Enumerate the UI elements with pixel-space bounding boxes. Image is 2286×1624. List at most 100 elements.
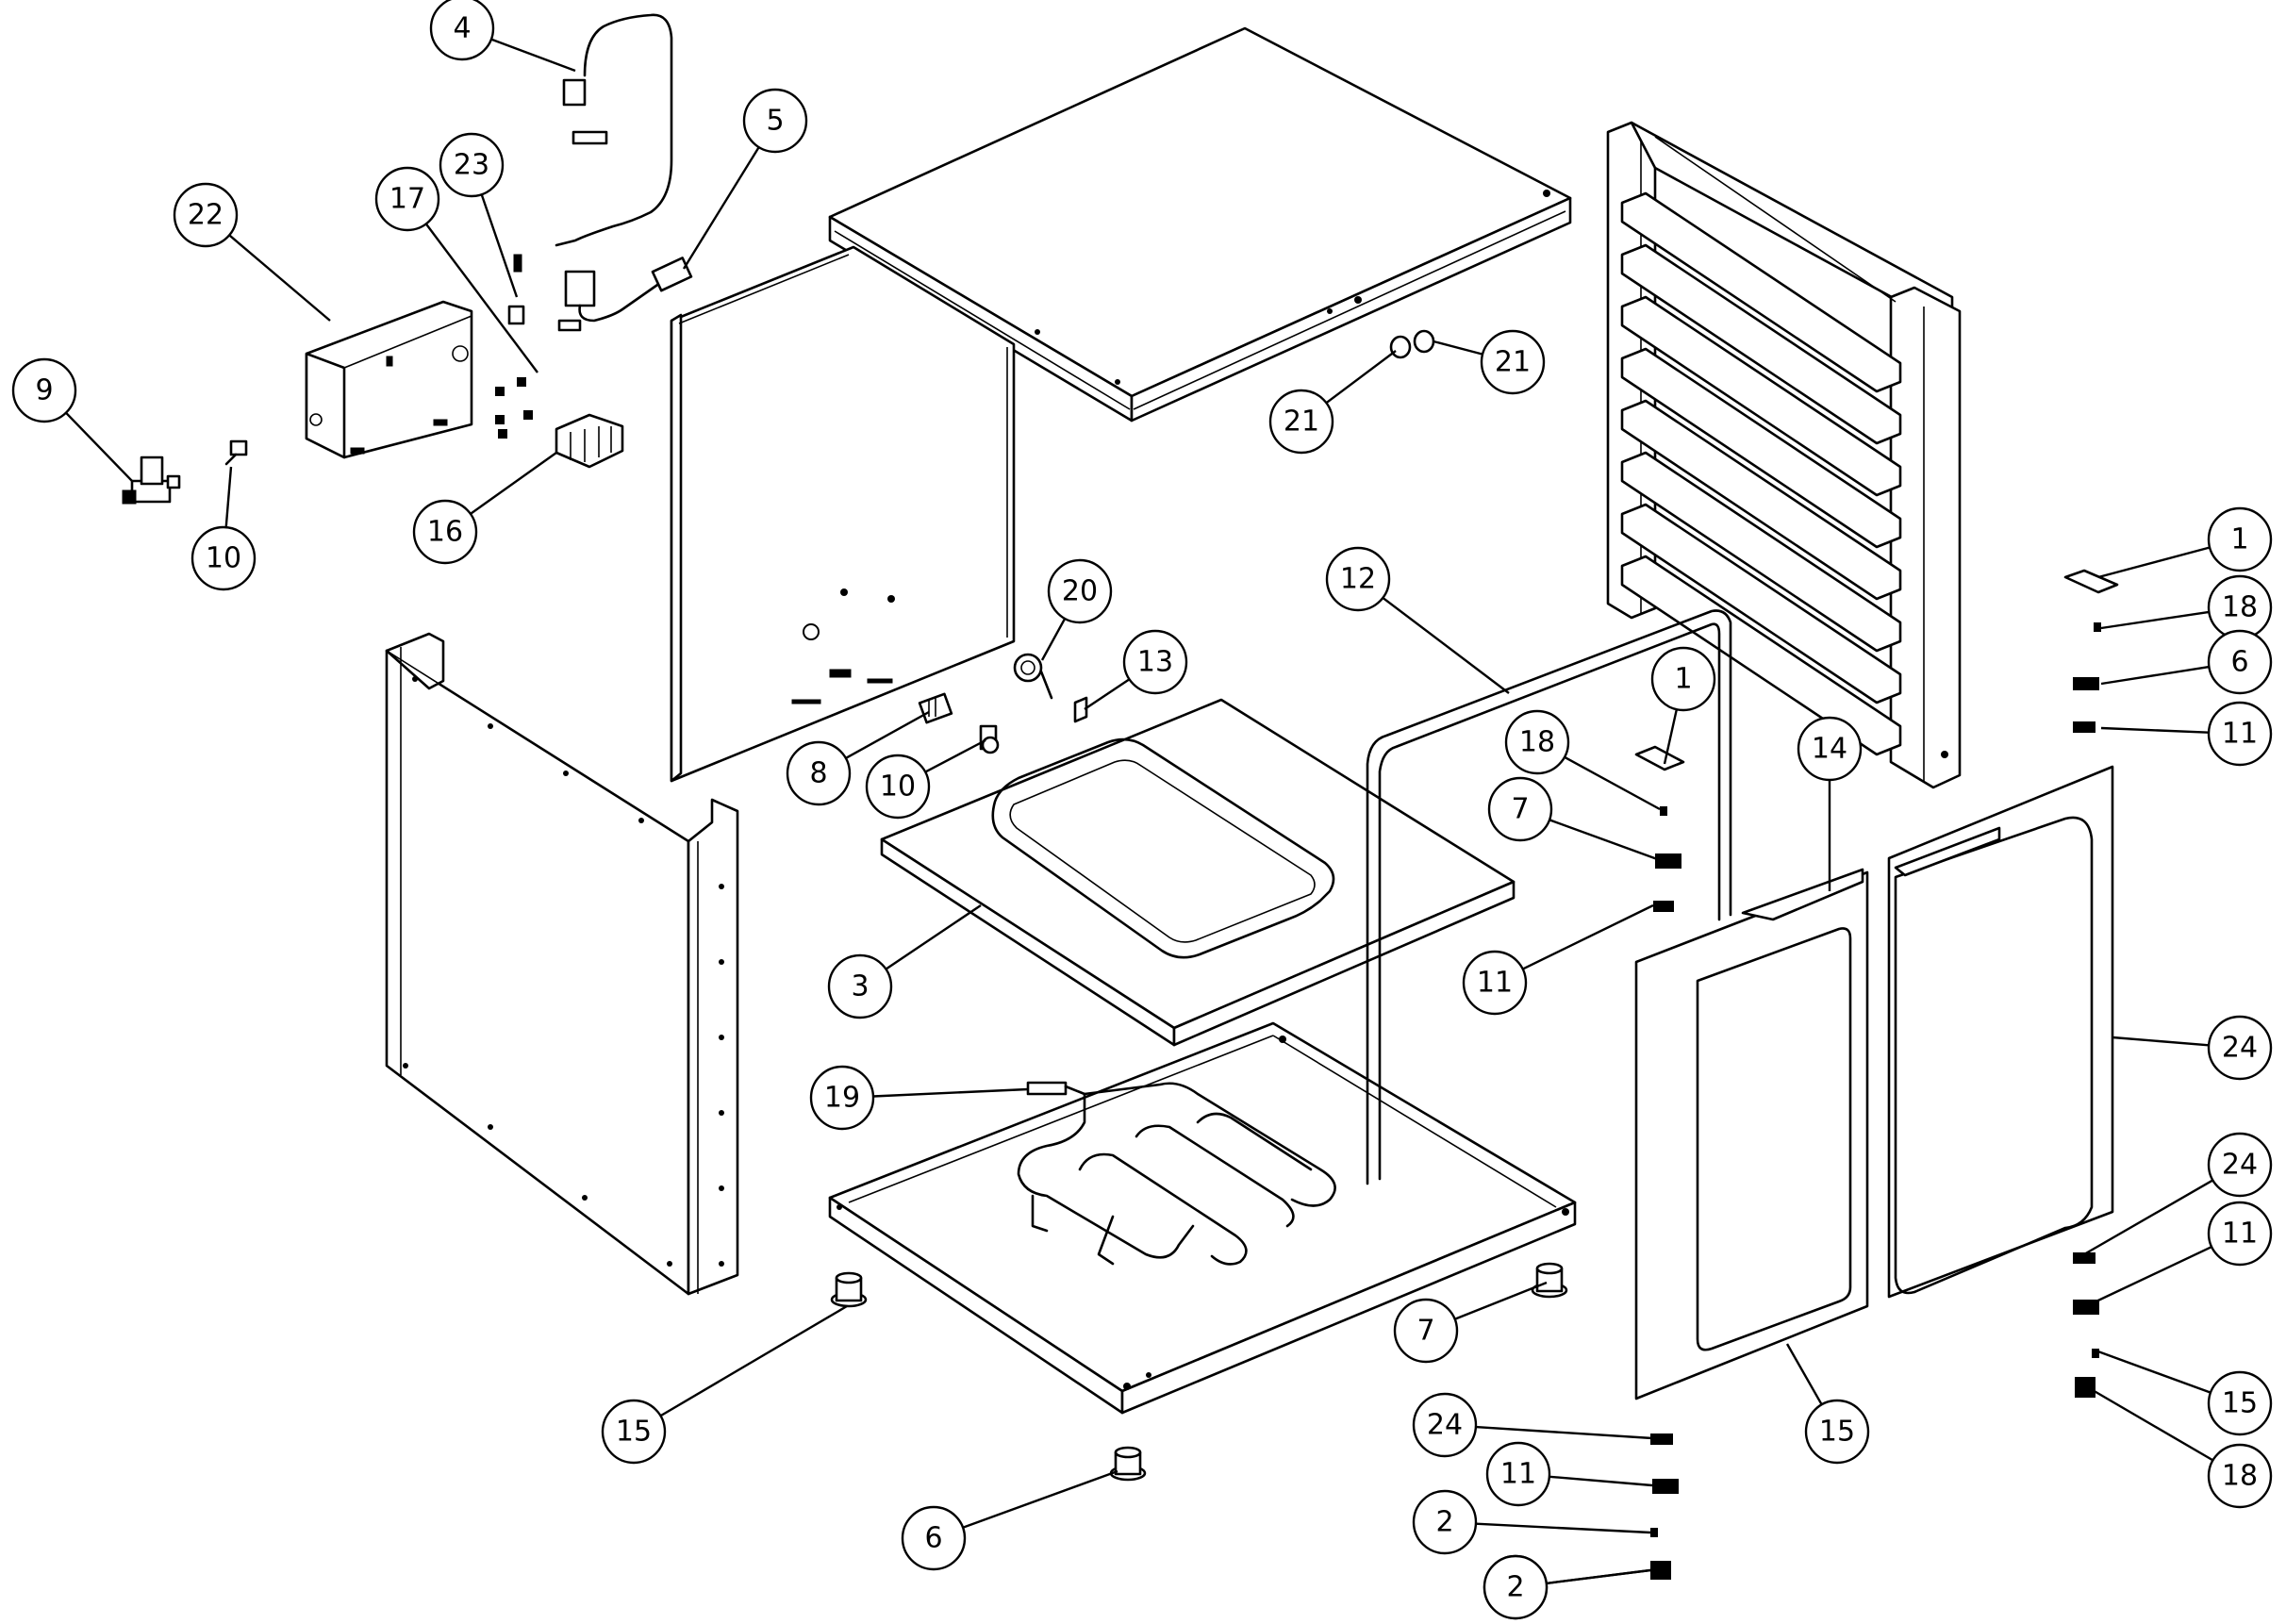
callout-21: 21 xyxy=(1433,329,1546,395)
callout-leader xyxy=(1325,350,1397,405)
callout-15: 15 xyxy=(601,1304,848,1465)
callout-2: 2 xyxy=(1412,1489,1651,1555)
callout-leader xyxy=(224,466,233,528)
callout-leader xyxy=(1549,1475,1653,1487)
top-panel xyxy=(828,26,1572,423)
callout-leader xyxy=(2112,1036,2210,1047)
callout-label: 19 xyxy=(824,1082,860,1115)
callout-circle xyxy=(786,740,852,806)
callout-circle xyxy=(1047,558,1113,624)
callout-circle xyxy=(1797,716,1863,782)
callout-11: 11 xyxy=(1485,1441,1653,1507)
callout-circle xyxy=(1480,329,1546,395)
knob-8 xyxy=(918,692,953,724)
foot xyxy=(830,1262,1568,1482)
oven-floor xyxy=(880,698,1516,1047)
callout-circle xyxy=(2207,1370,2273,1436)
callout-circle xyxy=(1485,1441,1551,1507)
callout-leader xyxy=(1549,819,1661,862)
callout-circle xyxy=(865,754,931,820)
callout-label: 10 xyxy=(206,542,241,575)
callout-15: 15 xyxy=(2095,1349,2273,1436)
callout-7: 7 xyxy=(1393,1281,1548,1364)
callout-circle xyxy=(1122,629,1188,695)
callout-circle xyxy=(901,1505,967,1571)
callout-label: 16 xyxy=(427,516,463,549)
callout-leader xyxy=(1040,618,1067,661)
knobs-21 xyxy=(1389,329,1435,359)
callout-label: 15 xyxy=(616,1416,652,1449)
callout-1: 1 xyxy=(2097,506,2273,579)
callout-label: 23 xyxy=(454,149,489,182)
callout-label: 15 xyxy=(1819,1416,1855,1449)
callout-7: 7 xyxy=(1487,776,1661,862)
callout-label: 7 xyxy=(1511,793,1529,826)
callout-leader xyxy=(872,1087,1029,1098)
callout-label: 17 xyxy=(389,183,425,216)
callout-leader xyxy=(924,738,986,773)
callout-13: 13 xyxy=(1084,629,1188,710)
callout-label: 11 xyxy=(1477,967,1513,1000)
callout-label: 3 xyxy=(851,970,869,1003)
callout-circle xyxy=(11,357,77,423)
callout-leader xyxy=(2100,610,2210,630)
callout-12: 12 xyxy=(1325,546,1510,694)
callout-20: 20 xyxy=(1040,558,1113,661)
callout-label: 14 xyxy=(1812,733,1847,766)
rear-panel xyxy=(670,245,1016,783)
callout-circle xyxy=(2207,1201,2273,1267)
callout-leader xyxy=(1454,1281,1548,1320)
callout-leader xyxy=(2085,1384,2214,1462)
door-left xyxy=(1634,868,1869,1400)
callout-24: 24 xyxy=(2083,1132,2273,1256)
callout-6: 6 xyxy=(901,1469,1118,1571)
callout-label: 11 xyxy=(2222,1218,2258,1251)
callout-leader xyxy=(480,193,519,298)
callout-circle xyxy=(2207,629,2273,695)
callout-label: 8 xyxy=(809,757,827,790)
callout-3: 3 xyxy=(827,904,982,1019)
callout-leader xyxy=(2095,1349,2211,1394)
power-cord xyxy=(557,257,693,332)
callout-label: 18 xyxy=(2222,1460,2258,1493)
callout-circle xyxy=(2207,1015,2273,1081)
callout-24: 24 xyxy=(2112,1015,2273,1081)
callout-leader xyxy=(1522,903,1654,970)
callout-8: 8 xyxy=(786,710,930,806)
callout-leader xyxy=(1475,1425,1653,1440)
callout-11: 11 xyxy=(2100,701,2273,767)
callout-leader xyxy=(1564,755,1661,811)
callout-circle xyxy=(439,132,505,198)
callout-label: 1 xyxy=(2230,523,2248,556)
callout-10: 10 xyxy=(190,466,257,591)
callout-label: 2 xyxy=(1506,1571,1524,1604)
electrical-box xyxy=(305,300,473,459)
callout-leader xyxy=(228,234,331,322)
callout-2: 2 xyxy=(1483,1554,1651,1620)
solenoid-valve xyxy=(122,456,181,505)
fitting-10 xyxy=(224,439,248,466)
callout-leader xyxy=(490,38,576,73)
callout-label: 6 xyxy=(2230,646,2248,679)
callout-circle xyxy=(1804,1399,1870,1465)
hinge-1 xyxy=(1634,569,2119,771)
callout-leader xyxy=(1475,1522,1651,1534)
callout-label: 24 xyxy=(2222,1032,2258,1065)
callout-label: 21 xyxy=(1284,406,1319,439)
callout-leader xyxy=(885,904,982,970)
callout-18: 18 xyxy=(2085,1384,2273,1509)
callout-label: 18 xyxy=(2222,591,2258,624)
base-pan xyxy=(828,1021,1577,1415)
callout-circle xyxy=(2207,1132,2273,1198)
callout-label: 12 xyxy=(1340,563,1376,596)
callout-circle xyxy=(1462,950,1528,1016)
callout-leader xyxy=(962,1469,1118,1529)
callout-22: 22 xyxy=(173,182,331,322)
callout-circle xyxy=(742,88,808,154)
callout-circle xyxy=(2207,1443,2273,1509)
callout-label: 15 xyxy=(2222,1387,2258,1420)
callout-circle xyxy=(1504,709,1570,775)
callout-label: 7 xyxy=(1416,1315,1434,1348)
callout-15: 15 xyxy=(1785,1343,1870,1465)
